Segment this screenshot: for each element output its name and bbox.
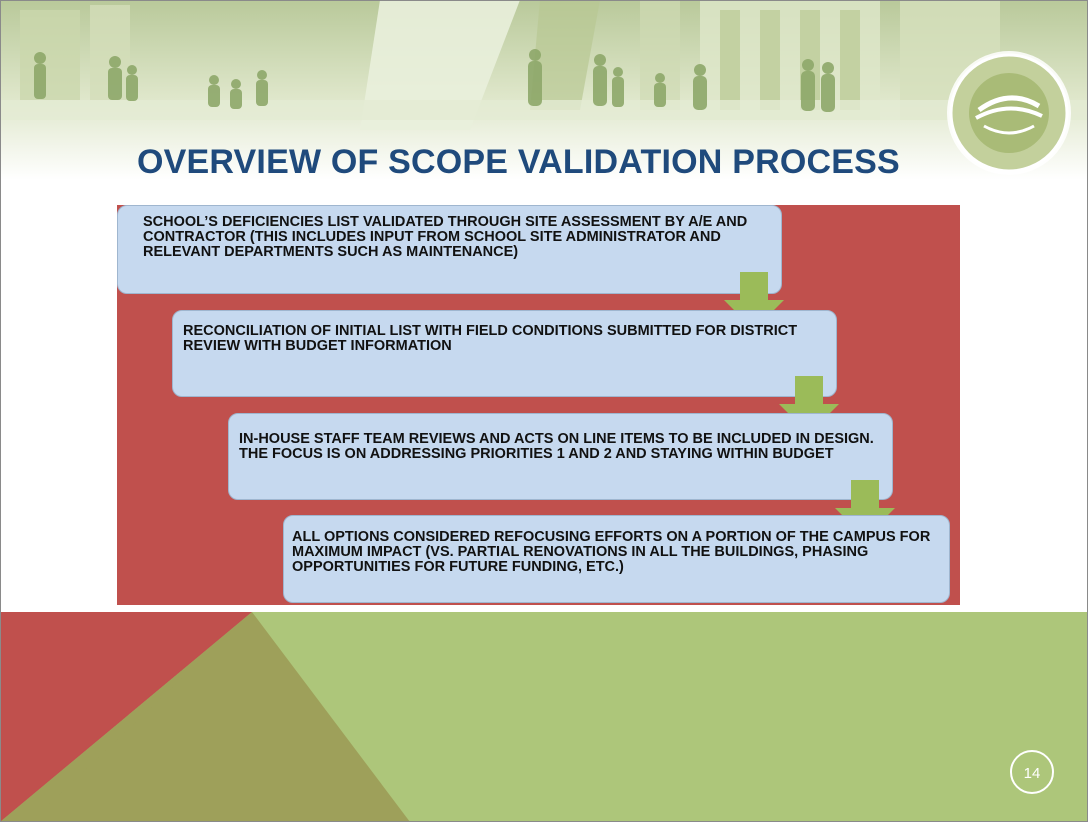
process-step-1-text: SCHOOL’S DEFICIENCIES LIST VALIDATED THR…: [143, 214, 748, 260]
school-district-logo: [947, 51, 1071, 175]
page-number: 14: [1010, 750, 1054, 794]
process-step-4: ALL OPTIONS CONSIDERED REFOCUSING EFFORT…: [283, 515, 950, 603]
process-step-4-text: ALL OPTIONS CONSIDERED REFOCUSING EFFORT…: [292, 529, 931, 575]
process-step-2: RECONCILIATION OF INITIAL LIST WITH FIEL…: [172, 310, 837, 397]
process-step-2-text: RECONCILIATION OF INITIAL LIST WITH FIEL…: [183, 323, 798, 354]
process-step-3: IN-HOUSE STAFF TEAM REVIEWS AND ACTS ON …: [228, 413, 893, 500]
slide-title: OVERVIEW OF SCOPE VALIDATION PROCESS: [137, 143, 900, 181]
process-step-1: SCHOOL’S DEFICIENCIES LIST VALIDATED THR…: [117, 205, 782, 294]
bottom-decoration: [0, 612, 1088, 822]
process-step-3-text: IN-HOUSE STAFF TEAM REVIEWS AND ACTS ON …: [239, 431, 874, 462]
header-banner-image: [0, 0, 1088, 180]
